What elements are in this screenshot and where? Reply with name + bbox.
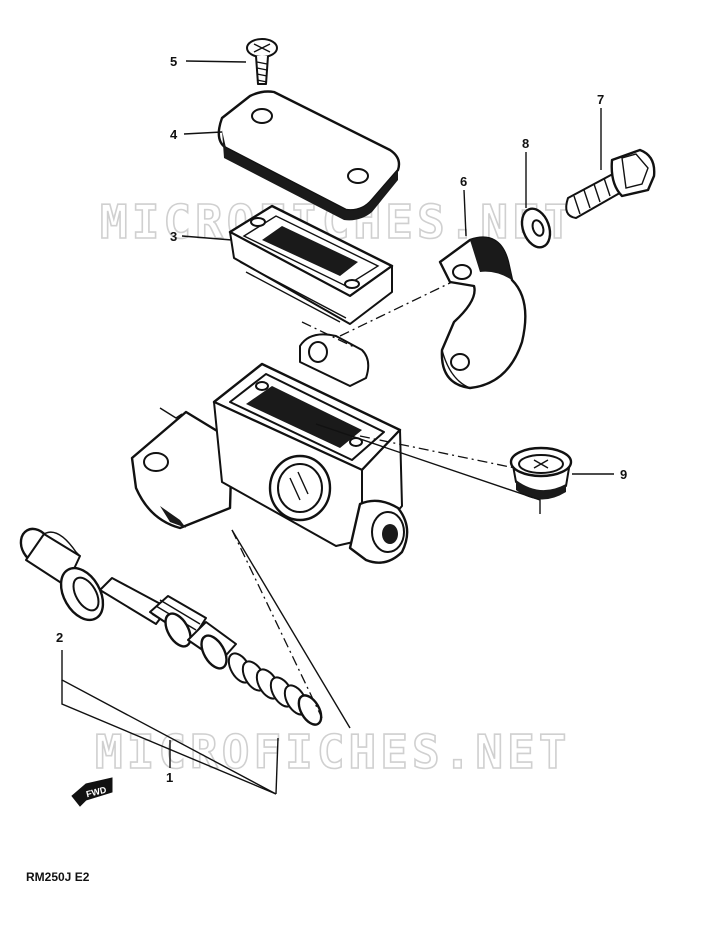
callout-7: 7 <box>597 92 604 107</box>
reservoir-cover-part <box>217 90 401 221</box>
spring <box>227 652 323 726</box>
bolt-part <box>565 148 656 219</box>
diaphragm-part <box>228 204 394 325</box>
cap-part <box>509 446 573 500</box>
piston-assembly <box>19 527 323 726</box>
clamp-part <box>438 236 527 390</box>
screw-part <box>246 38 278 85</box>
fwd-arrow-icon: FWD <box>71 777 113 807</box>
leader-lines <box>61 60 614 795</box>
callout-1: 1 <box>166 770 173 785</box>
model-code: RM250J E2 <box>26 870 90 884</box>
master-cylinder-body <box>130 333 409 564</box>
callout-3: 3 <box>170 229 177 244</box>
fwd-label: FWD <box>85 784 108 799</box>
watermark-bottom: MICROFICHES.NET <box>95 725 570 779</box>
callout-6: 6 <box>460 174 467 189</box>
callout-2: 2 <box>56 630 63 645</box>
callout-9: 9 <box>620 467 627 482</box>
callout-8: 8 <box>522 136 529 151</box>
callout-5: 5 <box>170 54 177 69</box>
washer-part <box>520 207 552 249</box>
callout-4: 4 <box>170 127 178 142</box>
